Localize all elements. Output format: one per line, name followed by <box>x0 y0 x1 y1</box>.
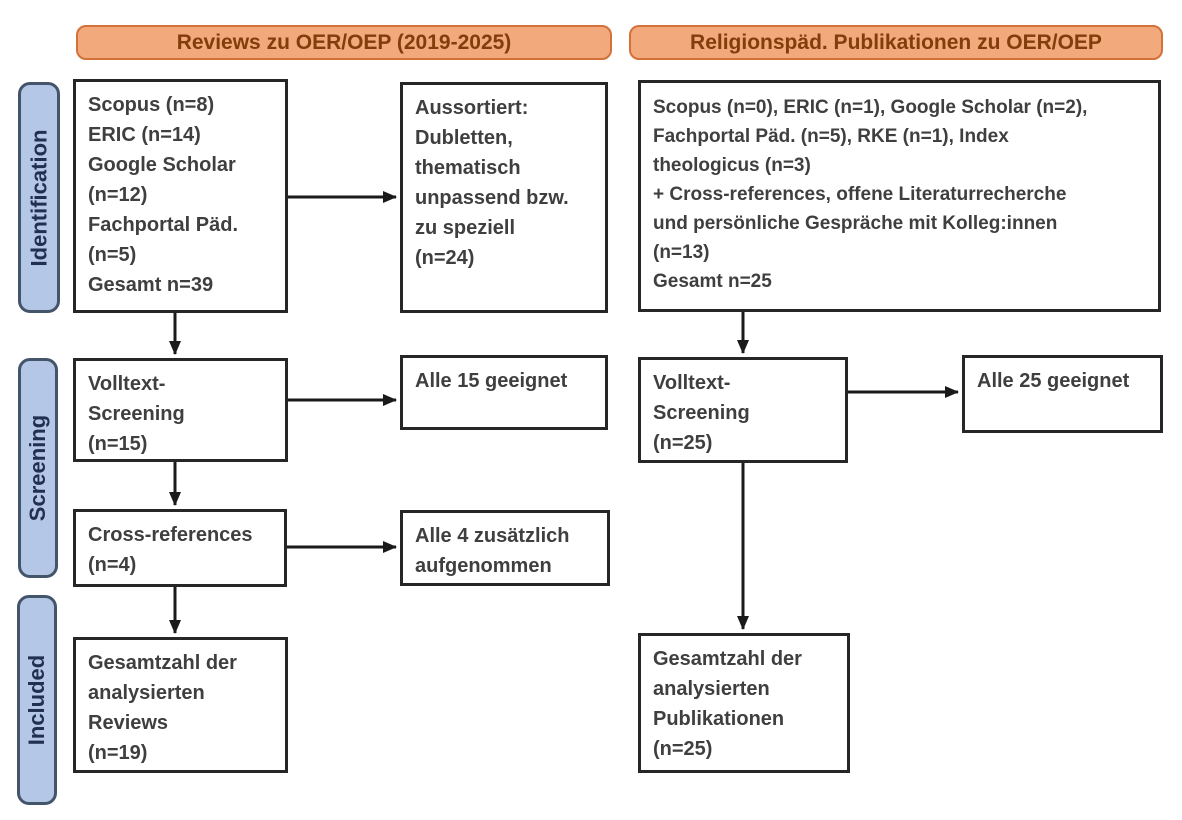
stage-label-included: Included <box>17 595 57 805</box>
box-right-fulltext-result: Alle 25 geeignet <box>962 355 1163 433</box>
box-right-sources: Scopus (n=0), ERIC (n=1), Google Scholar… <box>638 80 1161 312</box>
column-header-religionspaed: Religionspäd. Publikationen zu OER/OEP <box>629 25 1163 60</box>
stage-label-screening-text: Screening <box>25 414 50 522</box>
box-right-fulltext-screening: Volltext- Screening (n=25) <box>638 357 848 463</box>
box-left-included-total: Gesamtzahl der analysierten Reviews (n=1… <box>73 637 288 773</box>
box-left-excluded: Aussortiert: Dubletten, thematisch unpas… <box>400 82 608 313</box>
stage-label-included-text: Included <box>24 654 50 746</box>
box-left-sources: Scopus (n=8) ERIC (n=14) Google Scholar … <box>73 79 288 313</box>
stage-label-screening: Screening <box>18 358 58 578</box>
box-left-fulltext-result: Alle 15 geeignet <box>400 355 608 430</box>
box-right-included-total: Gesamtzahl der analysierten Publikatione… <box>638 633 850 773</box>
stage-label-identification-text: Identification <box>26 129 52 266</box>
box-left-fulltext-screening: Volltext- Screening (n=15) <box>73 358 288 462</box>
column-header-reviews: Reviews zu OER/OEP (2019-2025) <box>76 25 612 60</box>
box-left-crossref: Cross-references (n=4) <box>73 509 287 587</box>
box-left-crossref-result: Alle 4 zusätzlich aufgenommen <box>400 510 610 586</box>
stage-label-identification: Identification <box>18 82 60 313</box>
